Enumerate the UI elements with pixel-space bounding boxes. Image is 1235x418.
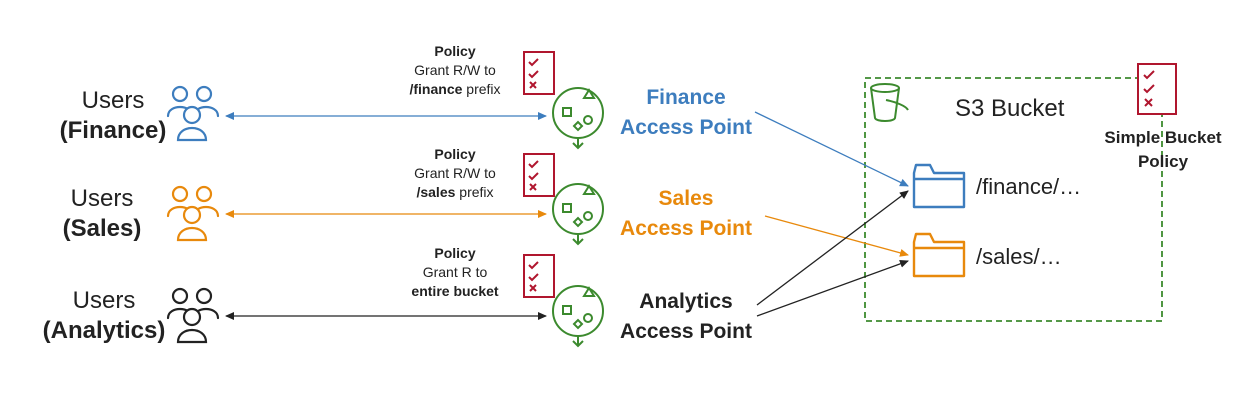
policy-scope-text: entire bucket bbox=[411, 282, 498, 301]
folder-finance-label: /finance/… bbox=[976, 174, 1082, 199]
folder-sales-label: /sales/… bbox=[976, 244, 1062, 269]
policy-document-icon bbox=[523, 153, 555, 197]
policy-finance-text: Policy Grant R/W to /finance prefix bbox=[409, 42, 500, 99]
ap-line1: Sales bbox=[658, 187, 714, 210]
s3-bucket-icon bbox=[870, 83, 909, 122]
policy-document-icon bbox=[1137, 63, 1177, 115]
users-group-text: (Analytics) bbox=[42, 317, 166, 344]
users-label-text: Users bbox=[70, 185, 134, 212]
users-label-text: Users bbox=[81, 87, 145, 114]
bucket-policy-label: Simple Bucket Policy bbox=[1104, 126, 1221, 174]
ap-line2: Access Point bbox=[620, 320, 752, 343]
access-point-icon bbox=[552, 285, 604, 348]
analytics-to-finance-arrow bbox=[756, 190, 909, 306]
sales-access-point-label: Sales Access Point bbox=[620, 184, 752, 244]
folder-icon bbox=[912, 232, 966, 278]
users-label-text: Users bbox=[72, 287, 136, 314]
analytics-to-sales-arrow bbox=[756, 259, 909, 317]
users-analytics-label: Users (Analytics) bbox=[43, 286, 166, 346]
ap-line2: Access Point bbox=[620, 217, 752, 240]
users-group-icon bbox=[166, 287, 220, 344]
users-sales-label: Users (Sales) bbox=[63, 184, 142, 244]
bucket-title: S3 Bucket bbox=[955, 95, 1065, 122]
policy-scope-rest: prefix bbox=[462, 81, 501, 97]
policy-scope-text: /sales prefix bbox=[414, 183, 496, 202]
users-group-icon bbox=[166, 85, 220, 142]
bucket-policy-line2: Policy bbox=[1137, 152, 1189, 171]
policy-document-icon bbox=[523, 254, 555, 298]
users-group-icon bbox=[166, 185, 220, 242]
policy-sales-text: Policy Grant R/W to /sales prefix bbox=[414, 145, 496, 202]
sales-to-folder-arrow bbox=[764, 215, 909, 257]
finance-to-folder-arrow bbox=[754, 111, 909, 187]
bucket-policy-line1: Simple Bucket bbox=[1104, 128, 1222, 147]
policy-scope-bold: /sales bbox=[416, 184, 456, 200]
policy-scope-rest: prefix bbox=[455, 184, 494, 200]
policy-scope-bold: /finance bbox=[409, 81, 463, 97]
ap-line1: Finance bbox=[646, 86, 726, 109]
users-group-text: (Sales) bbox=[62, 215, 142, 242]
users-group-text: (Finance) bbox=[59, 117, 167, 144]
policy-grant-text: Grant R/W to bbox=[414, 165, 496, 181]
policy-scope-bold: entire bucket bbox=[411, 283, 499, 299]
policy-title: Policy bbox=[434, 146, 476, 162]
analytics-access-point-label: Analytics Access Point bbox=[620, 287, 752, 347]
ap-line1: Analytics bbox=[639, 290, 733, 313]
access-point-icon bbox=[552, 87, 604, 150]
policy-analytics-text: Policy Grant R to entire bucket bbox=[411, 244, 498, 301]
policy-title: Policy bbox=[434, 43, 476, 59]
policy-document-icon bbox=[523, 51, 555, 95]
policy-title: Policy bbox=[434, 245, 476, 261]
policy-grant-text: Grant R/W to bbox=[414, 62, 496, 78]
ap-line2: Access Point bbox=[620, 116, 752, 139]
policy-grant-text: Grant R to bbox=[422, 264, 488, 280]
users-finance-label: Users (Finance) bbox=[60, 86, 167, 146]
access-point-icon bbox=[552, 183, 604, 246]
finance-access-point-label: Finance Access Point bbox=[620, 83, 752, 143]
policy-scope-text: /finance prefix bbox=[409, 80, 500, 99]
folder-icon bbox=[912, 163, 966, 209]
